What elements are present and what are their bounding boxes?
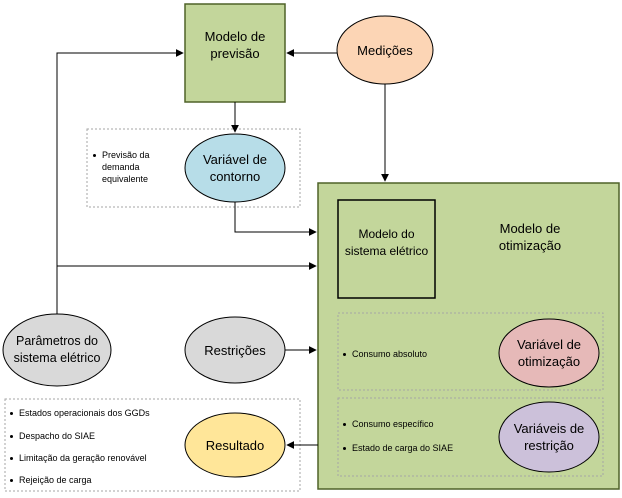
list-item: Limitação da geração renovável bbox=[10, 452, 185, 464]
result-item-text: Rejeição de carga bbox=[19, 475, 92, 485]
list-item: Estados operacionais dos GGDs bbox=[10, 407, 185, 419]
restriction-box bbox=[337, 397, 604, 477]
list-item: Despacho do SIAE bbox=[10, 430, 185, 442]
bullet-icon bbox=[93, 153, 96, 157]
restriction-item-text: Consumo específico bbox=[352, 419, 434, 429]
optimization-variable-label: Variável de otimização bbox=[516, 337, 582, 369]
boundary-variable-label: Variável de contorno bbox=[202, 152, 268, 184]
bullet-icon bbox=[343, 446, 346, 450]
forecast-item-text: Previsão da demanda equivalente bbox=[102, 150, 150, 184]
restriction-item-text: Estado de carga do SIAE bbox=[352, 443, 454, 453]
arrow-parameters-to-forecast bbox=[56, 49, 184, 314]
list-item: Previsão da demanda equivalente bbox=[93, 149, 173, 185]
result-ellipse bbox=[184, 412, 286, 478]
optimization-variable-ellipse bbox=[498, 318, 600, 388]
restriction-variables-ellipse bbox=[498, 401, 600, 473]
power-system-model-label: Modelo do sistema elétrico bbox=[344, 227, 429, 258]
bullet-icon bbox=[10, 478, 13, 482]
result-item-text: Estados operacionais dos GGDs bbox=[19, 408, 150, 418]
bullet-icon bbox=[10, 456, 13, 460]
arrow-boundary-to-optimization bbox=[234, 202, 317, 236]
result-label: Resultado bbox=[205, 437, 265, 453]
forecast-model-label: Modelo de previsão bbox=[204, 29, 266, 61]
list-item: Rejeição de carga bbox=[10, 474, 185, 486]
bullet-icon bbox=[343, 422, 346, 426]
bullet-icon bbox=[10, 434, 13, 438]
optimization-model-label: Modelo de otimização bbox=[498, 221, 562, 253]
power-system-model-box bbox=[337, 199, 436, 299]
measurements-label: Medições bbox=[357, 42, 413, 58]
list-item: Estado de carga do SIAE bbox=[343, 442, 493, 454]
parameters-label: Parâmetros do sistema elétrico bbox=[13, 334, 101, 365]
bullet-icon bbox=[10, 411, 13, 415]
consumption-item-text: Consumo absoluto bbox=[352, 349, 428, 359]
restriction-variables-label: Variáveis de restrição bbox=[513, 421, 585, 453]
constraints-label: Restrições bbox=[204, 342, 266, 358]
forecast-info-box bbox=[86, 128, 301, 208]
bullet-icon bbox=[343, 352, 346, 356]
result-item-text: Despacho do SIAE bbox=[19, 431, 96, 441]
result-item-text: Limitação da geração renovável bbox=[19, 453, 147, 463]
list-item: Consumo específico bbox=[343, 418, 493, 430]
list-item: Consumo absoluto bbox=[343, 348, 493, 360]
consumption-box bbox=[337, 312, 604, 391]
